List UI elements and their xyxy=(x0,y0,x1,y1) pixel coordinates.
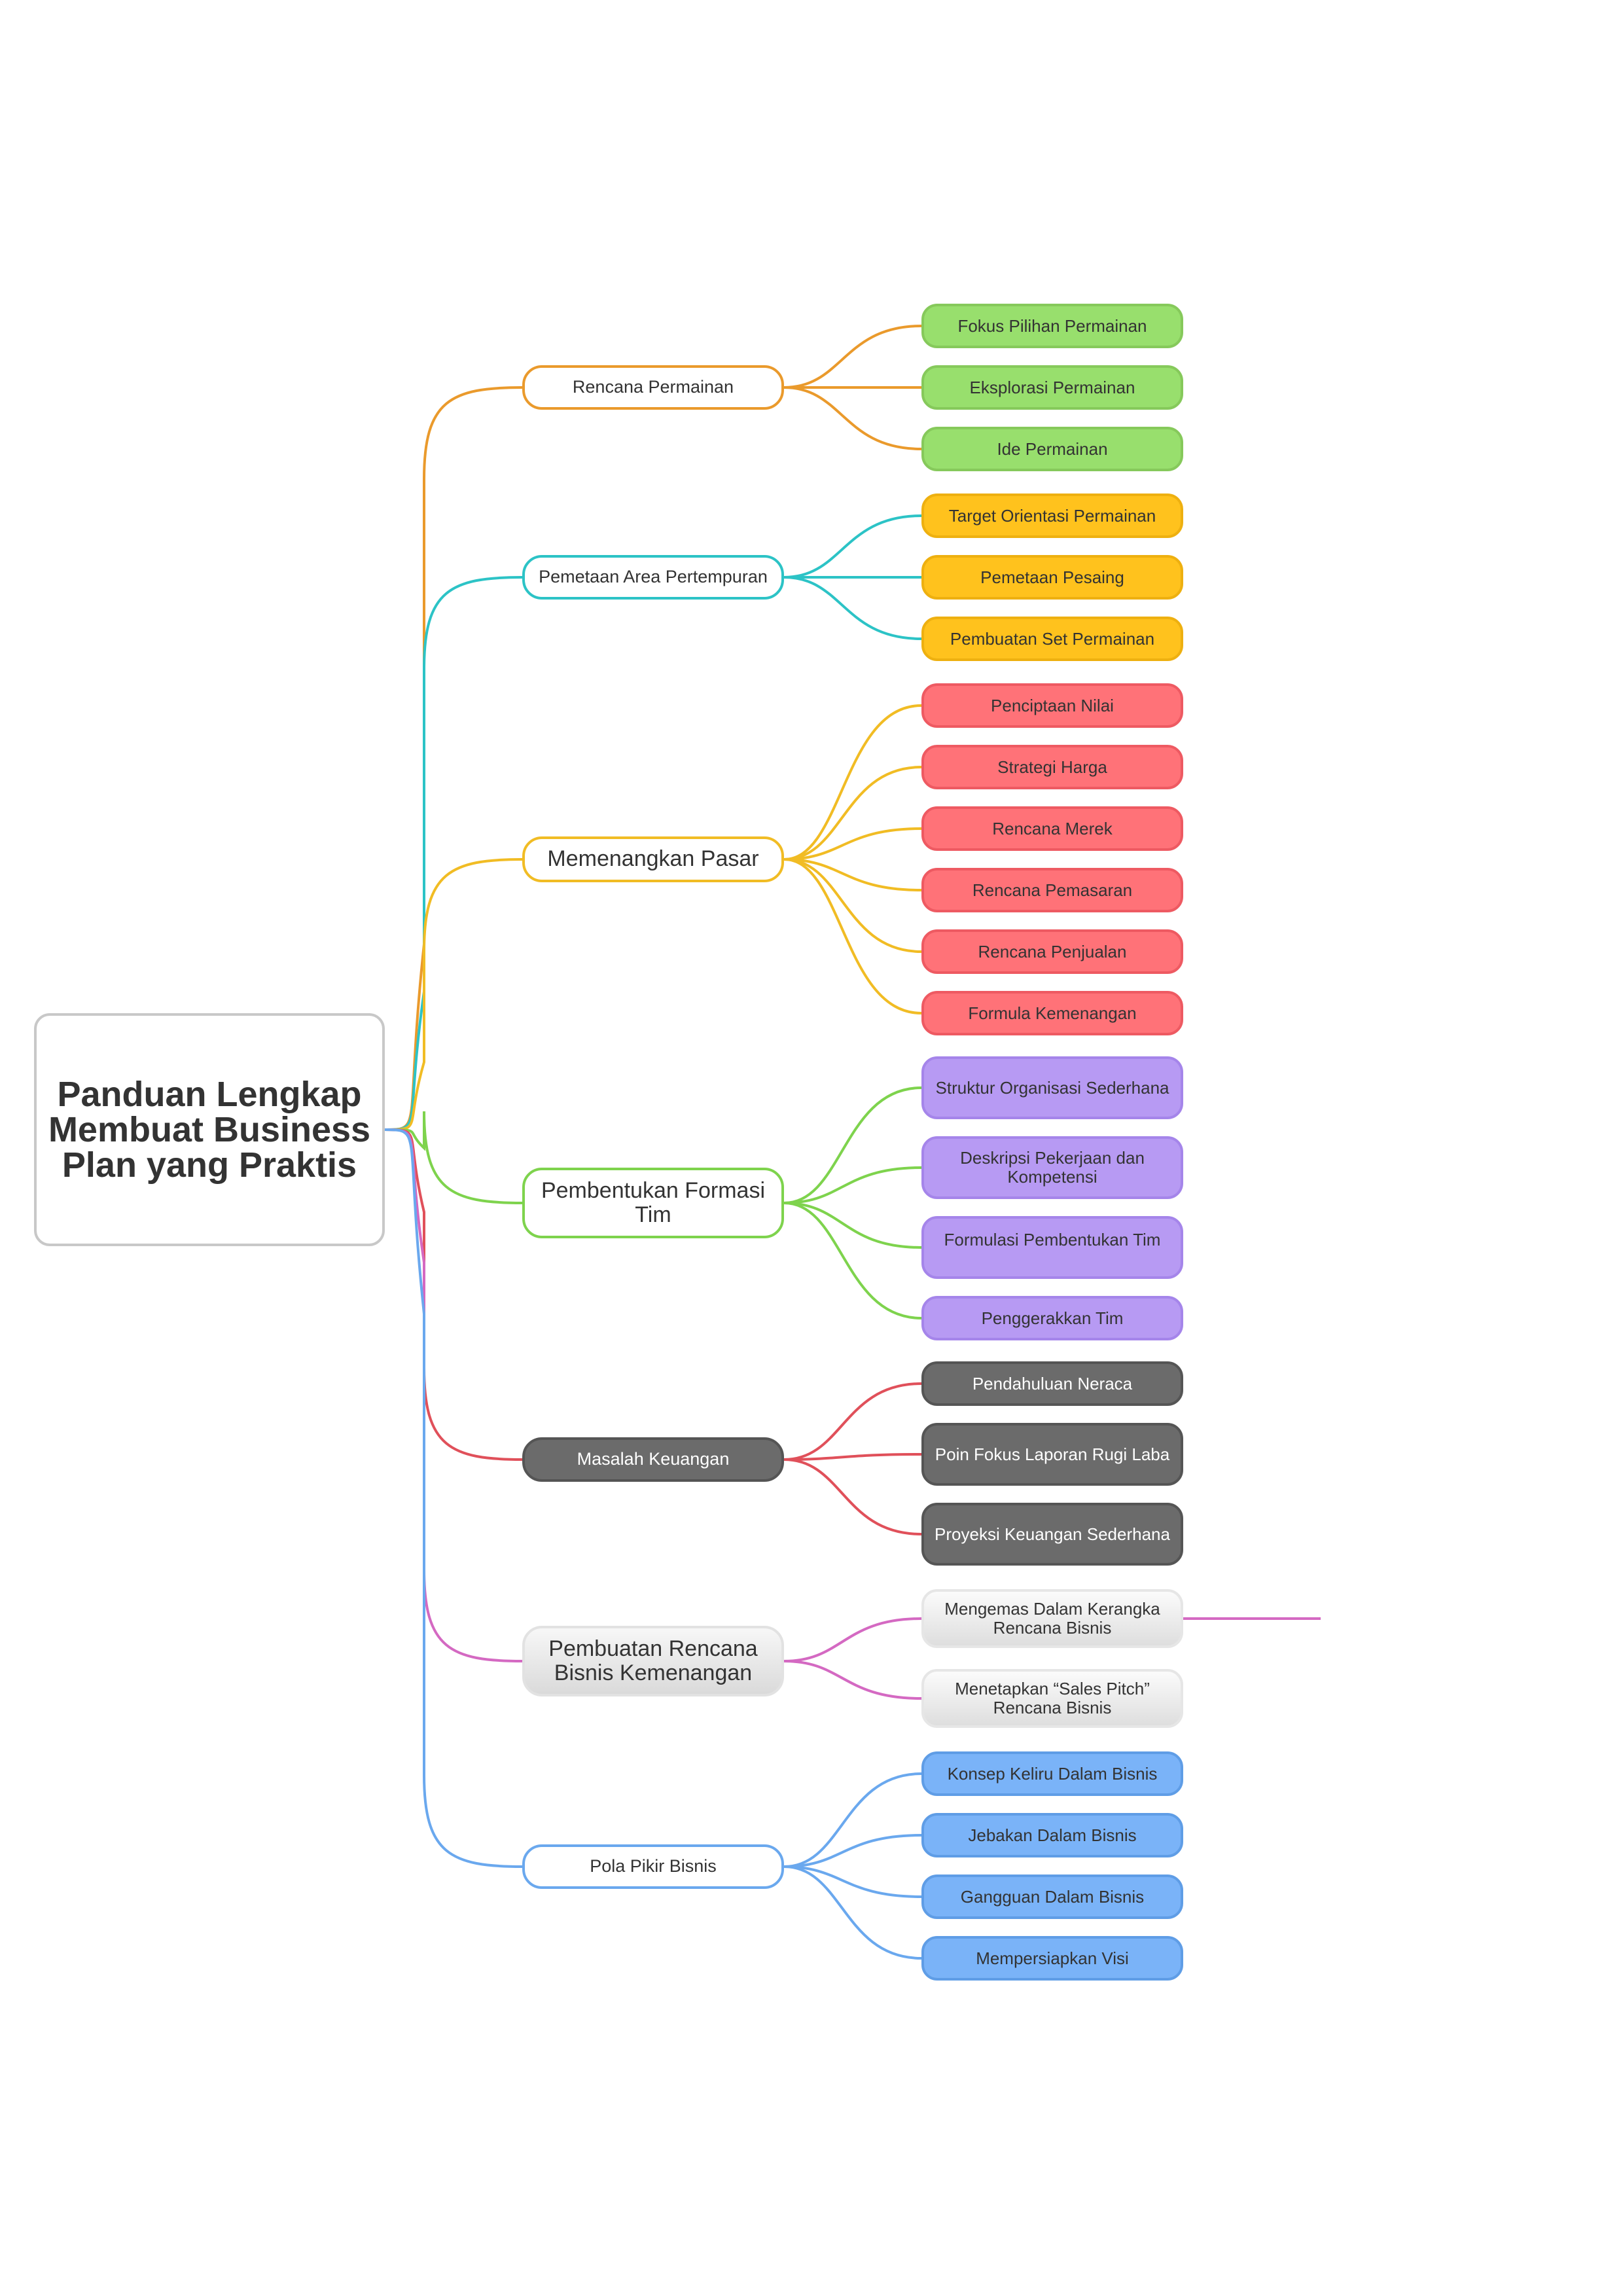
branch-memenangkan-pasar[interactable]: Memenangkan Pasar xyxy=(522,836,784,882)
branch-pembentukan-formasi-tim[interactable]: Pembentukan Formasi Tim xyxy=(522,1168,784,1238)
leaf-label: Menetapkan “Sales Pitch” Rencana Bisnis xyxy=(955,1679,1150,1717)
branch-label: Memenangkan Pasar xyxy=(547,846,759,872)
leaf-connector xyxy=(783,704,922,861)
leaf-topic[interactable]: Gangguan Dalam Bisnis xyxy=(921,1874,1183,1919)
leaf-connector xyxy=(783,1865,922,1898)
leaf-topic[interactable]: Formulasi Pembentukan Tim xyxy=(921,1216,1183,1279)
branch-pemetaan-area-pertempuran[interactable]: Pemetaan Area Pertempuran xyxy=(522,555,784,600)
leaf-label: Formulasi Pembentukan Tim xyxy=(944,1230,1161,1249)
branch-pembuatan-rencana-bisnis-kemenangan[interactable]: Pembuatan Rencana Bisnis Kemenangan xyxy=(522,1626,784,1696)
leaf-label: Konsep Keliru Dalam Bisnis xyxy=(947,1763,1158,1784)
leaf-label: Mempersiapkan Visi xyxy=(976,1948,1129,1968)
root-topic[interactable]: Panduan Lengkap Membuat Business Plan ya… xyxy=(34,1013,385,1246)
leaf-connector xyxy=(783,576,922,640)
leaf-label: Pembuatan Set Permainan xyxy=(950,628,1155,649)
leaf-label: Penggerakkan Tim xyxy=(981,1308,1124,1328)
leaf-label: Deskripsi Pekerjaan dan Kompetensi xyxy=(960,1148,1145,1187)
branch-label: Pembentukan Formasi Tim xyxy=(541,1177,766,1227)
leaf-topic[interactable]: Mempersiapkan Visi xyxy=(921,1936,1183,1981)
branch-masalah-keuangan[interactable]: Masalah Keuangan xyxy=(522,1437,784,1482)
branch-pola-pikir-bisnis[interactable]: Pola Pikir Bisnis xyxy=(522,1844,784,1889)
leaf-label: Ide Permainan xyxy=(997,439,1108,459)
leaf-label: Eksplorasi Permainan xyxy=(969,377,1135,397)
leaf-connector xyxy=(783,1458,922,1535)
leaf-topic[interactable]: Rencana Pemasaran xyxy=(921,868,1183,912)
leaf-connector xyxy=(783,386,922,450)
leaf-connector xyxy=(783,514,922,579)
leaf-topic[interactable]: Target Orientasi Permainan xyxy=(921,493,1183,538)
branch-connector xyxy=(384,576,523,1131)
leaf-topic[interactable]: Konsep Keliru Dalam Bisnis xyxy=(921,1751,1183,1796)
leaf-topic[interactable]: Pembuatan Set Permainan xyxy=(921,617,1183,661)
leaf-connector xyxy=(783,827,922,861)
leaf-label: Rencana Pemasaran xyxy=(972,880,1133,900)
branch-connector xyxy=(384,858,523,1131)
leaf-topic[interactable]: Ide Permainan xyxy=(921,427,1183,471)
leaf-topic[interactable]: Strategi Harga xyxy=(921,745,1183,789)
leaf-connector xyxy=(783,1382,922,1461)
leaf-topic[interactable]: Rencana Merek xyxy=(921,806,1183,851)
leaf-connector xyxy=(783,858,922,891)
leaf-label: Pendahuluan Neraca xyxy=(972,1373,1133,1393)
leaf-connector xyxy=(783,1834,922,1868)
leaf-connector xyxy=(783,1202,922,1249)
branch-connector xyxy=(384,1111,523,1204)
branch-label: Pemetaan Area Pertempuran xyxy=(539,567,768,587)
leaf-label: Poin Fokus Laporan Rugi Laba xyxy=(935,1444,1170,1464)
leaf-connector xyxy=(783,1086,922,1204)
leaf-topic[interactable]: Struktur Organisasi Sederhana xyxy=(921,1056,1183,1119)
leaf-connector xyxy=(783,858,922,1014)
branch-connector xyxy=(384,1128,523,1461)
leaf-label: Struktur Organisasi Sederhana xyxy=(935,1077,1169,1098)
leaf-label: Rencana Penjualan xyxy=(978,941,1127,961)
branch-label: Rencana Permainan xyxy=(572,377,734,397)
leaf-label: Jebakan Dalam Bisnis xyxy=(968,1825,1137,1845)
leaf-topic[interactable]: Proyeksi Keuangan Sederhana xyxy=(921,1503,1183,1566)
leaf-topic[interactable]: Poin Fokus Laporan Rugi Laba xyxy=(921,1423,1183,1486)
leaf-connector xyxy=(783,1617,922,1662)
leaf-topic[interactable]: Fokus Pilihan Permainan xyxy=(921,304,1183,348)
leaf-topic[interactable]: Formula Kemenangan xyxy=(921,991,1183,1035)
leaf-topic[interactable]: Penggerakkan Tim xyxy=(921,1296,1183,1340)
leaf-topic[interactable]: Rencana Penjualan xyxy=(921,929,1183,974)
root-topic-label: Panduan Lengkap Membuat Business Plan ya… xyxy=(48,1075,371,1185)
branch-rencana-permainan[interactable]: Rencana Permainan xyxy=(522,365,784,410)
leaf-connector xyxy=(783,1772,922,1868)
leaf-label: Target Orientasi Permainan xyxy=(948,505,1156,526)
branch-connector xyxy=(384,1128,523,1662)
branch-label: Masalah Keuangan xyxy=(577,1449,730,1469)
leaf-label: Pemetaan Pesaing xyxy=(980,567,1124,587)
leaf-topic[interactable]: Eksplorasi Permainan xyxy=(921,365,1183,410)
leaf-connector xyxy=(783,1166,922,1204)
branch-connector xyxy=(384,1128,523,1868)
leaf-topic[interactable]: Menetapkan “Sales Pitch” Rencana Bisnis xyxy=(921,1669,1183,1728)
leaf-label: Penciptaan Nilai xyxy=(991,695,1114,715)
leaf-connector xyxy=(783,1660,922,1700)
leaf-label: Formula Kemenangan xyxy=(968,1003,1137,1023)
leaf-connector xyxy=(783,858,922,953)
leaf-connector xyxy=(783,1865,922,1960)
leaf-topic[interactable]: Mengemas Dalam Kerangka Rencana Bisnis xyxy=(921,1589,1183,1648)
leaf-label: Fokus Pilihan Permainan xyxy=(957,315,1147,336)
branch-connector xyxy=(384,386,523,1131)
leaf-label: Proyeksi Keuangan Sederhana xyxy=(935,1524,1170,1544)
leaf-label: Gangguan Dalam Bisnis xyxy=(960,1886,1145,1907)
leaf-label: Mengemas Dalam Kerangka Rencana Bisnis xyxy=(944,1599,1160,1638)
leaf-topic[interactable]: Deskripsi Pekerjaan dan Kompetensi xyxy=(921,1136,1183,1199)
leaf-connector xyxy=(783,1453,922,1461)
leaf-connector xyxy=(783,325,922,389)
leaf-topic[interactable]: Pendahuluan Neraca xyxy=(921,1361,1183,1406)
branch-label: Pola Pikir Bisnis xyxy=(590,1856,717,1876)
leaf-label: Strategi Harga xyxy=(997,757,1107,777)
leaf-topic[interactable]: Pemetaan Pesaing xyxy=(921,555,1183,600)
leaf-topic[interactable]: Penciptaan Nilai xyxy=(921,683,1183,728)
leaf-connector xyxy=(783,766,922,861)
branch-label: Pembuatan Rencana Bisnis Kemenangan xyxy=(548,1636,758,1685)
leaf-topic[interactable]: Jebakan Dalam Bisnis xyxy=(921,1813,1183,1857)
leaf-connector xyxy=(783,1202,922,1319)
leaf-label: Rencana Merek xyxy=(992,818,1113,838)
